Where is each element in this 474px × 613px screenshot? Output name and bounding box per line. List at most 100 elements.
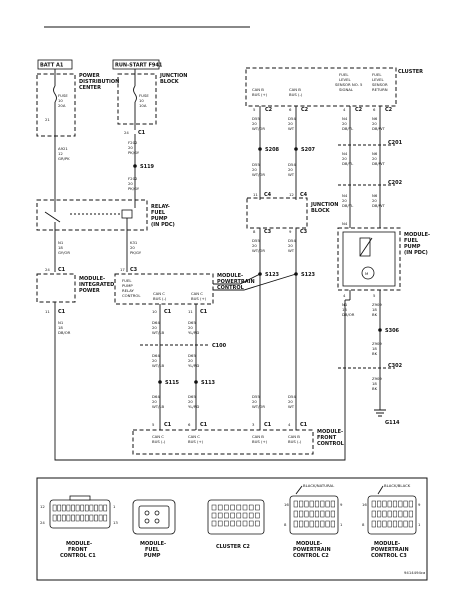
svg-text:FUEL: FUEL (404, 238, 419, 244)
svg-text:16: 16 (362, 502, 367, 507)
svg-text:D54: D54 (288, 162, 296, 167)
connector-pin (299, 520, 304, 528)
svg-text:6: 6 (289, 107, 292, 112)
svg-text:12: 12 (40, 504, 45, 509)
connector-pin (242, 504, 248, 511)
svg-text:18: 18 (372, 381, 377, 386)
svg-text:C1: C1 (58, 267, 66, 273)
svg-text:BUS (+): BUS (+) (191, 296, 207, 301)
svg-text:C3: C3 (264, 229, 272, 235)
connector-pin (293, 510, 298, 518)
connector-pin (89, 514, 94, 522)
connector-pin (71, 504, 75, 512)
svg-text:WT/LB: WT/LB (152, 330, 164, 335)
connector-panel (36, 477, 428, 581)
junction-block-top: RUN-START F941 FUSE 10 10A JUNCTION BLOC… (112, 59, 187, 208)
svg-text:FRONT: FRONT (317, 435, 337, 441)
svg-text:10: 10 (139, 98, 144, 103)
svg-text:C1: C1 (58, 309, 66, 315)
connector-pcm-c2: BLACK/NATURAL 16 8 9 1 MODULE- POWERTRAI… (284, 483, 343, 559)
svg-text:MODULE-: MODULE- (374, 541, 400, 547)
connector-pin (94, 514, 98, 522)
power-distribution-center: BATT A1 FUSE 10 20A POWER DISTRIBUTION C… (36, 59, 119, 205)
svg-text:MODULE-: MODULE- (317, 429, 343, 435)
connector-pin (80, 504, 85, 512)
relay-switch-icon (44, 211, 61, 223)
svg-text:16: 16 (284, 502, 289, 507)
svg-text:C1: C1 (264, 422, 272, 428)
connector-cluster-c2: CLUSTER C2 (207, 499, 265, 550)
connector-pin (84, 504, 89, 512)
fuse-jb-icon (133, 85, 137, 103)
svg-text:DB/WT: DB/WT (372, 203, 386, 208)
connector-pin (309, 520, 314, 528)
connector-pin (84, 514, 89, 522)
svg-text:D55: D55 (252, 394, 260, 399)
svg-text:12: 12 (289, 192, 294, 197)
svg-text:MODULE-: MODULE- (79, 276, 105, 282)
connector-pin (248, 512, 254, 519)
svg-text:BUS (-): BUS (-) (289, 92, 303, 97)
svg-text:C1: C1 (164, 422, 172, 428)
connector-pin (52, 504, 57, 512)
svg-text:D65: D65 (188, 320, 196, 325)
svg-text:20: 20 (252, 243, 257, 248)
connector-pin (403, 520, 408, 528)
connector-pin (66, 514, 71, 522)
svg-text:YL/RD: YL/RD (188, 404, 199, 409)
svg-text:WT: WT (288, 248, 295, 253)
svg-text:DB/YL: DB/YL (342, 161, 354, 166)
svg-text:PK/GY: PK/GY (128, 150, 140, 155)
svg-text:20: 20 (288, 399, 293, 404)
connector-pin (98, 504, 103, 512)
svg-text:GY/OR: GY/OR (58, 250, 70, 255)
fcm-dashed-box (132, 429, 314, 455)
svg-text:BLACK/BLACK: BLACK/BLACK (384, 483, 411, 488)
svg-text:C1: C1 (200, 309, 208, 315)
svg-text:Z909: Z909 (372, 341, 382, 346)
svg-text:6: 6 (188, 422, 191, 427)
svg-text:DB/YL: DB/YL (342, 126, 354, 131)
svg-text:D64: D64 (152, 320, 160, 325)
svg-text:D54: D54 (288, 116, 296, 121)
svg-text:A921: A921 (58, 146, 68, 151)
svg-text:13: 13 (113, 520, 118, 525)
connector-pin (304, 510, 309, 518)
svg-text:C2: C2 (301, 107, 309, 113)
connector-pin (236, 520, 242, 527)
connector-pin (299, 500, 304, 508)
connector-pin (98, 514, 103, 522)
connector-pin (320, 500, 325, 508)
connector-pin (57, 504, 62, 512)
svg-text:Z909: Z909 (372, 302, 382, 307)
svg-text:(IN PDC): (IN PDC) (151, 222, 175, 228)
connector-pin (382, 500, 387, 508)
connector-fcm-c1: 12 24 1 13 MODULE- FRONT CONTROL C1 (40, 495, 118, 559)
svg-text:17: 17 (120, 267, 125, 272)
connector-pin (304, 500, 309, 508)
cluster-module: CLUSTER CAN B BUS (+) CAN B BUS (-) FUEL… (245, 67, 423, 228)
svg-text:WT/LB: WT/LB (152, 404, 164, 409)
connector-pin (230, 512, 235, 519)
svg-text:20: 20 (188, 358, 193, 363)
svg-text:Z909: Z909 (372, 376, 382, 381)
cluster-dashed-box (245, 67, 397, 107)
connector-pin (377, 510, 382, 518)
connector-pin (103, 504, 108, 512)
svg-text:20: 20 (188, 399, 193, 404)
connector-pin (382, 510, 387, 518)
svg-text:5: 5 (373, 293, 376, 298)
svg-text:20: 20 (288, 243, 293, 248)
connector-pin (330, 510, 335, 518)
svg-text:BUS (-): BUS (-) (288, 439, 302, 444)
svg-text:24: 24 (40, 520, 45, 525)
connector-pin (61, 504, 66, 512)
svg-text:C4: C4 (300, 192, 308, 198)
svg-text:FUEL: FUEL (122, 278, 132, 283)
svg-text:10: 10 (58, 98, 63, 103)
connector-pin (255, 520, 260, 527)
connector-pin (408, 520, 413, 528)
svg-text:CLUSTER C2: CLUSTER C2 (216, 544, 250, 550)
svg-text:CAN C: CAN C (153, 291, 165, 296)
